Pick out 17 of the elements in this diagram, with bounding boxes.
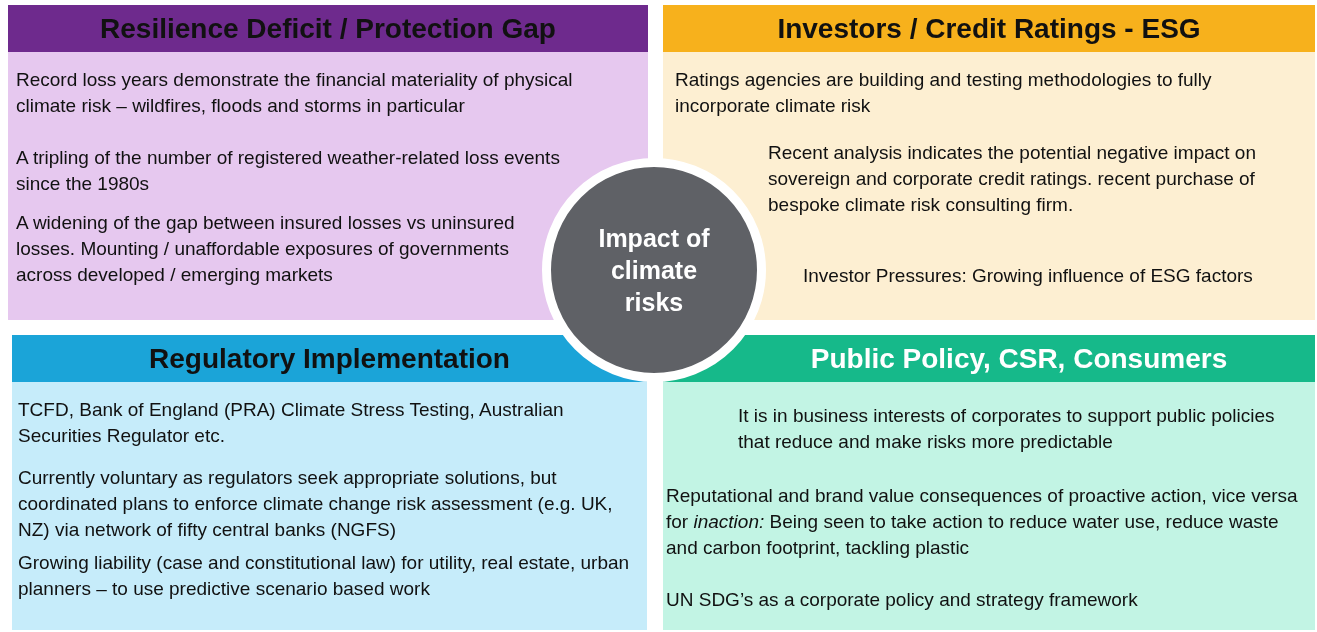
body-text: It is in business interests of corporates to support public policies that reduce and make risks more predictable bbox=[738, 404, 1276, 454]
body-text: Growing liability (case and constitutional law) for utility, real estate, urban planners – to use predictive scenario based work bbox=[18, 551, 631, 601]
quadrant-panel bbox=[12, 335, 647, 630]
body-text: Reputational and brand value consequences of proactive action, vice versa for inaction: Being seen to take action to reduce water use, reduce waste and carbon footprint, tackling plastic bbox=[666, 484, 1299, 560]
body-text: A widening of the gap between insured losses vs uninsured losses. Mounting / unaffordable exposures of governments across developed / emerging markets bbox=[16, 211, 516, 287]
body-text: Ratings agencies are building and testing methodologies to fully incorporate climate risk bbox=[675, 68, 1213, 118]
panel-heading: Resilience Deficit / Protection Gap bbox=[8, 5, 648, 52]
quadrant-panel bbox=[663, 335, 1315, 630]
panel-heading: Investors / Credit Ratings - ESG bbox=[663, 5, 1315, 52]
body-text: TCFD, Bank of England (PRA) Climate Stress Testing, Australian Securities Regulator etc. bbox=[18, 398, 565, 448]
body-text: Currently voluntary as regulators seek appropriate solutions, but coordinated plans to enforce climate change risk assessment (e.g. UK, NZ) via network of fifty central banks (NGFS) bbox=[18, 466, 614, 542]
body-text: UN SDG’s as a corporate policy and strategy framework bbox=[666, 588, 1139, 612]
body-text: Recent analysis indicates the potential negative impact on sovereign and corporate credit ratings. recent purchase of bespoke climate risk consulting firm. bbox=[768, 141, 1257, 217]
circle-label: Impact of climate risks bbox=[597, 223, 711, 318]
body-text: Record loss years demonstrate the financial materiality of physical climate risk – wildfires, floods and storms in particular bbox=[16, 68, 574, 118]
body-text: A tripling of the number of registered weather-related loss events since the 1980s bbox=[16, 146, 561, 196]
body-text: Investor Pressures: Growing influence of ESG factors bbox=[803, 264, 1254, 288]
